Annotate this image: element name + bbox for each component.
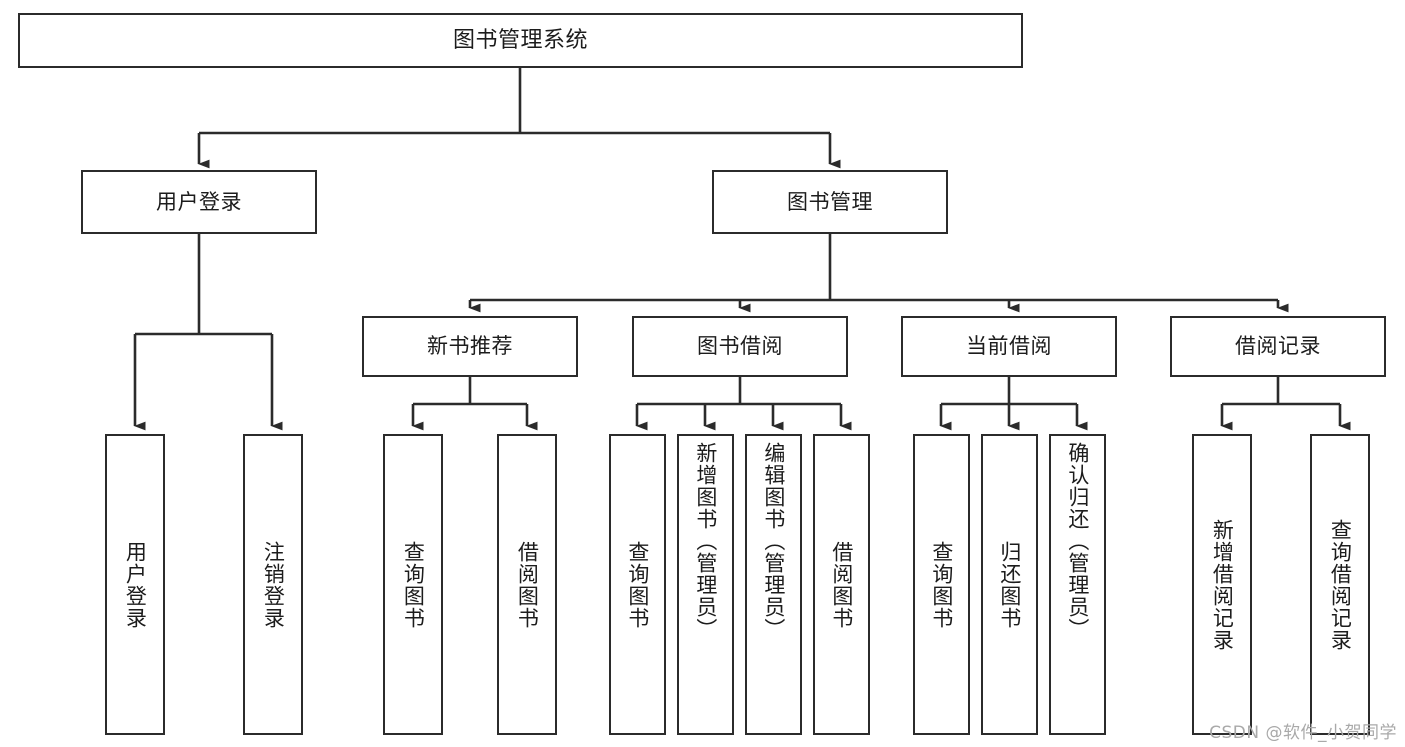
node-label: 查询图书 (625, 540, 650, 629)
leaf-current-borrow-1[interactable]: 归还图书 (981, 434, 1038, 735)
node-label: 归还图书 (997, 540, 1022, 629)
leaf-new-book-recommend-1[interactable]: 借阅图书 (497, 434, 557, 735)
leaf-book-borrow-1[interactable]: 新增图书（管理员） (677, 434, 734, 735)
connector-group-new-book (411, 377, 538, 431)
leaf-current-borrow-0[interactable]: 查询图书 (913, 434, 970, 735)
connector-group-book-borrow (635, 377, 852, 431)
node-label: 查询图书 (929, 540, 954, 629)
node-label: 图书管理 (787, 189, 873, 214)
node-label: 用户登录 (123, 540, 148, 629)
leaf-user-login-0[interactable]: 用户登录 (105, 434, 165, 735)
node-label: 当前借阅 (966, 334, 1052, 358)
node-label: 新书推荐 (427, 334, 513, 358)
node-current-borrow[interactable]: 当前借阅 (901, 316, 1117, 377)
node-label: 借阅图书 (829, 540, 854, 629)
node-label: 编辑图书（管理员） (761, 442, 786, 640)
node-user-login[interactable]: 用户登录 (81, 170, 317, 234)
node-label: 查询图书 (401, 540, 426, 629)
node-book-management[interactable]: 图书管理 (712, 170, 948, 234)
node-label: 借阅图书 (515, 540, 540, 629)
node-label: 借阅记录 (1235, 334, 1321, 358)
node-label: 新增图书（管理员） (693, 442, 718, 640)
leaf-book-borrow-2[interactable]: 编辑图书（管理员） (745, 434, 802, 735)
node-book-borrow[interactable]: 图书借阅 (632, 316, 848, 377)
node-label: 注销登录 (261, 540, 286, 629)
leaf-book-borrow-3[interactable]: 借阅图书 (813, 434, 870, 735)
node-label: 图书借阅 (697, 334, 783, 358)
node-label: 用户登录 (156, 189, 242, 214)
connector-group-borrow-records (1220, 377, 1351, 431)
leaf-borrow-records-1[interactable]: 查询借阅记录 (1310, 434, 1370, 735)
node-borrow-records[interactable]: 借阅记录 (1170, 316, 1386, 377)
leaf-borrow-records-0[interactable]: 新增借阅记录 (1192, 434, 1252, 735)
node-root-book-management-system[interactable]: 图书管理系统 (18, 13, 1023, 68)
node-new-book-recommend[interactable]: 新书推荐 (362, 316, 578, 377)
node-label: 查询借阅记录 (1328, 518, 1353, 651)
node-label: 图书管理系统 (452, 27, 588, 53)
node-label: 新增借阅记录 (1210, 518, 1235, 651)
connector-group-book-manage (468, 234, 1289, 313)
leaf-new-book-recommend-0[interactable]: 查询图书 (383, 434, 443, 735)
leaf-book-borrow-0[interactable]: 查询图书 (609, 434, 666, 735)
leaf-user-login-1[interactable]: 注销登录 (243, 434, 303, 735)
connector-group-current-borrow (939, 377, 1088, 431)
leaf-current-borrow-2[interactable]: 确认归还（管理员） (1049, 434, 1106, 735)
connector-group-user-login (133, 234, 283, 431)
connector-group-root (197, 68, 841, 169)
node-label: 确认归还（管理员） (1065, 442, 1090, 640)
